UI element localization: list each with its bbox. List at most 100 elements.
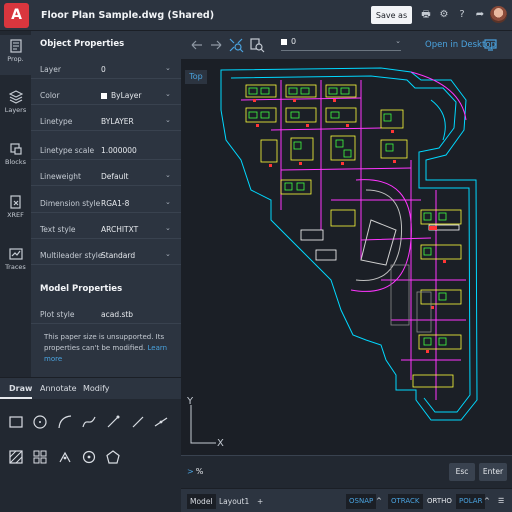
point-icon[interactable] xyxy=(81,449,97,465)
ucs-icon xyxy=(190,405,216,444)
color-swatch xyxy=(101,93,107,99)
sidebar-item-traces[interactable]: Traces xyxy=(0,243,31,283)
share-icon[interactable]: ➦ xyxy=(475,9,485,20)
canvas-toolbar: 0 ⌄ Open in Desktop xyxy=(181,31,512,60)
spline-icon[interactable] xyxy=(81,414,97,430)
note-text: This paper size is unsupported. Its prop… xyxy=(44,333,165,352)
xref-icon xyxy=(9,195,21,209)
property-row-dimension-style[interactable]: Dimension style RGA1-8 ⌄ xyxy=(31,193,181,213)
zoom-icon[interactable] xyxy=(249,37,265,53)
sidebar-item-blocks[interactable]: Blocks xyxy=(0,138,31,178)
sidebar-item-xref[interactable]: XREF xyxy=(0,191,31,231)
property-row-text-style[interactable]: Text style ARCHITXT ⌄ xyxy=(31,219,181,239)
drawing-canvas[interactable]: Top xyxy=(181,60,512,455)
properties-panel: Object Properties Layer 0 ⌄ Color ByLaye… xyxy=(31,31,181,377)
tab-layout1[interactable]: Layout1 xyxy=(219,497,250,506)
sidebar-item-label: Blocks xyxy=(5,158,26,166)
sidebar-item-label: XREF xyxy=(7,211,24,219)
polyline-icon[interactable] xyxy=(105,414,121,430)
blocks-icon xyxy=(9,143,22,155)
property-row-color[interactable]: Color ByLayer ⌄ xyxy=(31,85,181,105)
property-value: ByLayer xyxy=(111,91,142,100)
tab-annotate[interactable]: Annotate xyxy=(40,384,77,393)
print-icon[interactable]: 🖶 xyxy=(421,9,431,20)
osnap-chevron-icon[interactable]: ^ xyxy=(376,497,382,505)
tab-model[interactable]: Model xyxy=(187,494,216,509)
paper-size-note: This paper size is unsupported. Its prop… xyxy=(44,332,174,365)
property-value-wrap: ByLayer xyxy=(101,91,142,100)
arc-icon[interactable] xyxy=(57,414,73,430)
autocad-logo-icon[interactable]: A xyxy=(4,2,29,28)
chevron-down-icon[interactable]: ⌄ xyxy=(165,224,171,232)
command-line[interactable]: >% Esc Enter xyxy=(181,455,512,488)
property-key: Lineweight xyxy=(40,172,81,181)
add-layout-button[interactable]: + xyxy=(257,497,264,506)
property-row-multileader-style[interactable]: Multileader style Standard ⌄ xyxy=(31,245,181,265)
property-key: Text style xyxy=(40,225,76,234)
chevron-down-icon[interactable]: ⌄ xyxy=(165,116,171,124)
property-key: Multileader style xyxy=(40,251,103,260)
save-as-button[interactable]: Save as xyxy=(371,6,412,24)
ucs-y-label: Y xyxy=(186,396,194,407)
sidebar-item-properties[interactable]: Prop. xyxy=(0,35,31,75)
sidebar-item-label: Traces xyxy=(5,263,26,271)
chevron-down-icon[interactable]: ⌄ xyxy=(165,90,171,98)
ortho-toggle[interactable]: ORTHO xyxy=(427,497,452,505)
more-icon[interactable]: ☰ xyxy=(498,497,505,505)
chevron-down-icon: ⌄ xyxy=(395,37,401,45)
property-row-layer[interactable]: Layer 0 ⌄ xyxy=(31,59,181,79)
learn-more-link[interactable]: Learn more xyxy=(44,344,168,363)
chevron-down-icon[interactable]: ⌄ xyxy=(165,64,171,72)
help-icon[interactable]: ? xyxy=(459,9,465,20)
sidebar-item-label: Prop. xyxy=(7,55,24,63)
avatar[interactable] xyxy=(490,6,507,23)
array-icon[interactable] xyxy=(32,449,48,465)
command-input[interactable]: % xyxy=(195,467,204,476)
tab-draw[interactable]: Draw xyxy=(9,384,33,393)
redo-icon[interactable] xyxy=(209,39,223,51)
property-row-linetype[interactable]: Linetype BYLAYER ⌄ xyxy=(31,111,181,131)
select-window-icon[interactable] xyxy=(228,37,244,53)
property-value: Standard xyxy=(101,251,136,260)
traces-icon xyxy=(8,248,23,260)
view-cube-top[interactable]: Top xyxy=(185,70,207,84)
otrack-toggle[interactable]: OTRACK xyxy=(388,494,423,509)
property-row-lineweight[interactable]: Lineweight Default ⌄ xyxy=(31,166,181,186)
chevron-down-icon[interactable]: ⌄ xyxy=(165,171,171,179)
property-value: 1.000000 xyxy=(101,146,137,155)
property-value: Default xyxy=(101,172,129,181)
layer-dropdown[interactable]: 0 ⌄ xyxy=(281,37,401,51)
circle-icon[interactable] xyxy=(32,414,48,430)
point-icon[interactable] xyxy=(57,449,73,465)
enter-button[interactable]: Enter xyxy=(479,463,507,481)
open-in-desktop-link[interactable]: Open in Desktop xyxy=(425,40,496,50)
property-row-plot-style[interactable]: Plot style acad.stb xyxy=(31,304,181,324)
tab-modify[interactable]: Modify xyxy=(83,384,110,393)
title-bar: A Floor Plan Sample.dwg (Shared) Save as… xyxy=(0,0,512,31)
rectangle-icon[interactable] xyxy=(8,414,24,430)
prompt-symbol: > xyxy=(187,467,194,476)
draw-tools-panel xyxy=(0,399,181,512)
property-key: Layer xyxy=(40,65,61,74)
layer-color-swatch xyxy=(281,39,287,45)
chevron-down-icon[interactable]: ⌄ xyxy=(165,250,171,258)
property-row-linetype-scale[interactable]: Linetype scale 1.000000 xyxy=(31,140,181,160)
esc-button[interactable]: Esc xyxy=(449,463,475,481)
undo-icon[interactable] xyxy=(190,39,204,51)
chevron-down-icon[interactable]: ⌄ xyxy=(165,198,171,206)
model-properties-heading: Model Properties xyxy=(40,284,123,294)
sidebar-item-label: Layers xyxy=(4,106,27,114)
object-properties-heading: Object Properties xyxy=(40,39,125,49)
monitor-icon[interactable] xyxy=(484,39,497,51)
sidebar-item-layers[interactable]: Layers xyxy=(0,86,31,126)
property-key: Dimension style xyxy=(40,199,101,208)
property-key: Linetype scale xyxy=(40,146,95,155)
polygon-icon[interactable] xyxy=(105,449,121,465)
osnap-toggle[interactable]: OSNAP xyxy=(346,494,377,509)
ray-icon[interactable] xyxy=(153,414,169,430)
hatch-icon[interactable] xyxy=(8,449,24,465)
gear-icon[interactable]: ⚙ xyxy=(439,9,449,20)
polar-chevron-icon[interactable]: ^ xyxy=(484,497,490,505)
polar-toggle[interactable]: POLAR xyxy=(456,494,486,509)
line-icon[interactable] xyxy=(130,414,146,430)
